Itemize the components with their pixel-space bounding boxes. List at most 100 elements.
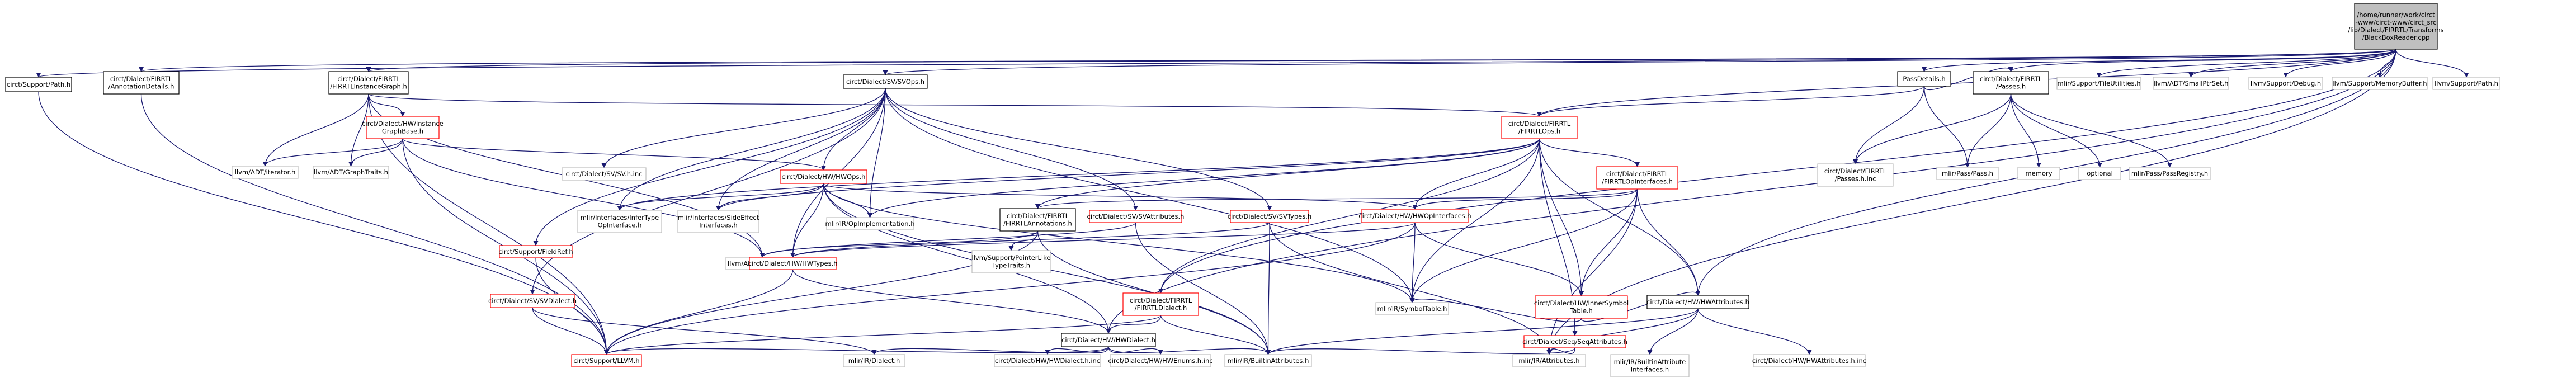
edge-supportpath-to-circtllvm (38, 91, 610, 355)
node-box (562, 167, 647, 181)
node-box (1973, 71, 2049, 95)
node-circt-dialect-sv-svtypes-h[interactable]: circt/Dialect/SV/SVTypes.h (1228, 210, 1311, 223)
node-circt-dialect-sv-sv-h-inc: circt/Dialect/SV/SV.h.inc (562, 167, 647, 181)
edge-hwops-to-hwdialect (823, 183, 1111, 334)
node-label-line: mlir/IR/BuiltinAttributes.h (1228, 357, 1309, 365)
node-label-line: optional (2087, 169, 2113, 177)
edge-fiopinterfaces-to-symboltable (1409, 188, 1638, 303)
node-label-line: circt/Dialect/SV/SVOps.h (846, 78, 924, 86)
node-label-line: circt/Dialect/FIRRTL (1130, 296, 1192, 304)
node-circt-dialect-firrtl-passes-h[interactable]: circt/Dialect/FIRRTL/Passes.h (1973, 71, 2049, 95)
node-box (971, 250, 1051, 273)
node-circt-dialect-hw-hwdialect-h[interactable]: circt/Dialect/HW/HWDialect.h (1061, 333, 1156, 347)
edge-svtypes-to-hwtypes (790, 222, 1270, 258)
edge-hwdialect-to-hwenumsinc (1108, 346, 1163, 355)
node-circt-dialect-firrtl-firrtlopinterfaces-h[interactable]: circt/Dialect/FIRRTL/FIRRTLOpInterfaces.… (1596, 166, 1678, 190)
edge-innersymbol-to-hwattributes (1580, 290, 1701, 322)
node-circt-dialect-firrtl-firrtlannotations-h[interactable]: circt/Dialect/FIRRTL/FIRRTLAnnotations.h (999, 208, 1076, 232)
node-label-line: memory (2025, 169, 2052, 177)
node-label-line: circt/Support/LLVM.h (573, 357, 639, 365)
node-llvm-support-debug-h: llvm/Support/Debug.h (2248, 77, 2323, 90)
edge-passdetails-to-firops (1537, 86, 1925, 117)
edge-hwinstgraph-to-llvmiterator (262, 138, 403, 167)
node-circt-dialect-hw-hwops-h[interactable]: circt/Dialect/HW/HWOps.h (780, 169, 867, 184)
node-box (313, 166, 389, 179)
node-label-line: circt/Dialect/FIRRTL (1508, 120, 1571, 128)
edge-hwops-to-symboltable (823, 183, 1415, 303)
node-circt-dialect-firrtl-annotationdetails-h[interactable]: circt/Dialect/FIRRTL/AnnotationDetails.h (103, 71, 180, 95)
node-circt-dialect-firrtl-passes-h-inc: circt/Dialect/FIRRTL/Passes.h.inc (1817, 163, 1894, 187)
edge-firops-to-sideeffect (716, 138, 1540, 211)
node-label-line: circt/Dialect/HW/HWOps.h (782, 173, 866, 181)
node-circt-dialect-sv-svattributes-h[interactable]: circt/Dialect/SV/SVAttributes.h (1087, 210, 1185, 223)
edge-instgraph-to-circtllvm (368, 93, 610, 355)
node-box (749, 257, 837, 270)
node-passdetails-h[interactable]: PassDetails.h (1897, 71, 1951, 87)
node-box (2153, 77, 2229, 90)
node-box (1523, 335, 1626, 348)
edge-hwtypes-to-circtllvm (603, 269, 794, 355)
node-box (1936, 167, 1999, 180)
edge-hwinstgraph-to-hwops (402, 138, 826, 171)
edge-hwattributes-to-builtinattrs (1266, 308, 1699, 355)
node-label-line: /FIRRTLDialect.h (1135, 304, 1187, 312)
node-box (2078, 167, 2121, 180)
node-box (2332, 77, 2428, 90)
node-box (5, 77, 72, 92)
node-llvm-adt-smallptrset-h: llvm/ADT/SmallPtrSet.h (2153, 77, 2229, 90)
node-circt-support-fieldref-h[interactable]: circt/Support/FieldRef.h (498, 245, 573, 258)
node-label-line: circt/Dialect/HW/HWOpInterfaces.h (1358, 212, 1471, 220)
node-circt-dialect-firrtl-firrtlops-h[interactable]: circt/Dialect/FIRRTL/FIRRTLOps.h (1501, 116, 1578, 139)
node-label-line: /home/runner/work/circt (2357, 11, 2435, 19)
node-box (499, 245, 573, 258)
node-box (2017, 167, 2060, 180)
node-label-line: circt/Dialect/FIRRTL (337, 75, 400, 83)
node-circt-support-path-h[interactable]: circt/Support/Path.h (5, 77, 72, 92)
node-box (1512, 354, 1586, 367)
node-box (1646, 295, 1749, 309)
node-label-line: circt/Dialect/HW/HWAttributes.h (1646, 298, 1749, 306)
dependency-edges (36, 49, 2469, 355)
edge-firannotations-to-circtllvm (604, 230, 1039, 355)
node-circt-dialect-hw-hwopinterfaces-h[interactable]: circt/Dialect/HW/HWOpInterfaces.h (1358, 209, 1471, 223)
node-circt-dialect-sv-svdialect-h[interactable]: circt/Dialect/SV/SVDialect.h (488, 294, 577, 308)
node-label-line: circt/Dialect/HW/Instance (362, 120, 444, 128)
node-label-line: llvm/ADT/GraphTraits.h (314, 168, 388, 176)
node-box (1224, 354, 1312, 367)
node-label-line: circt/Dialect/FIRRTL (1980, 75, 2042, 83)
node-circt-dialect-firrtl-firrtldialect-h[interactable]: circt/Dialect/FIRRTL/FIRRTLDialect.h (1122, 292, 1199, 316)
node-llvm-adt-iterator-h: llvm/ADT/iterator.h (232, 166, 299, 179)
node-circt-dialect-hw-hwdialect-h-inc: circt/Dialect/HW/HWDialect.h.inc (994, 354, 1101, 367)
node-label-line: circt/Dialect/SV/SV.h.inc (566, 170, 643, 178)
node-home-runner-work-circt-www-circt-www-circt-src-lib-dialect-firrtl-transforms-blackboxreader-cpp[interactable]: /home/runner/work/circt-www/circt-www/ci… (2348, 3, 2444, 50)
node-circt-dialect-firrtl-firrtlinstancegraph-h[interactable]: circt/Dialect/FIRRTL/FIRRTLInstanceGraph… (328, 71, 409, 95)
edge-svtypes-to-mlirattributes (1269, 222, 1552, 355)
node-circt-dialect-hw-hwtypes-h[interactable]: circt/Dialect/HW/HWTypes.h (748, 257, 838, 270)
node-circt-dialect-seq-seqattributes-h[interactable]: circt/Dialect/Seq/SeqAttributes.h (1522, 335, 1627, 348)
edge-fiopinterfaces-to-mlirattributes (1546, 188, 1638, 355)
node-box (1897, 71, 1951, 87)
node-label-line: circt/Dialect/SV/SVAttributes.h (1087, 213, 1185, 220)
node-box (1089, 210, 1182, 223)
node-circt-dialect-sv-svops-h[interactable]: circt/Dialect/SV/SVOps.h (843, 74, 928, 89)
node-box (1753, 354, 1866, 367)
node-circt-support-llvm-h[interactable]: circt/Support/LLVM.h (571, 354, 642, 367)
node-label-line: circt/Dialect/HW/HWDialect.h.inc (995, 357, 1100, 365)
node-box (103, 71, 180, 95)
edge-fiopinterfaces-to-innersymbol (1578, 188, 1638, 296)
node-mlir-pass-pass-h: mlir/Pass/Pass.h (1936, 167, 1999, 180)
edge-svops-to-fieldref (533, 88, 886, 246)
node-box (328, 71, 409, 95)
node-label-line: TypeTraits.h (992, 262, 1030, 270)
node-box (994, 354, 1101, 367)
node-label-line: circt/Support/Path.h (7, 81, 70, 88)
edge-annotdetails-to-circtllvm (140, 93, 610, 355)
node-optional: optional (2078, 167, 2121, 180)
edge-svattributes-to-builtinattrs (1135, 222, 1271, 355)
node-circt-dialect-hw-hwattributes-h[interactable]: circt/Dialect/HW/HWAttributes.h (1646, 295, 1749, 309)
node-box (1817, 163, 1894, 187)
